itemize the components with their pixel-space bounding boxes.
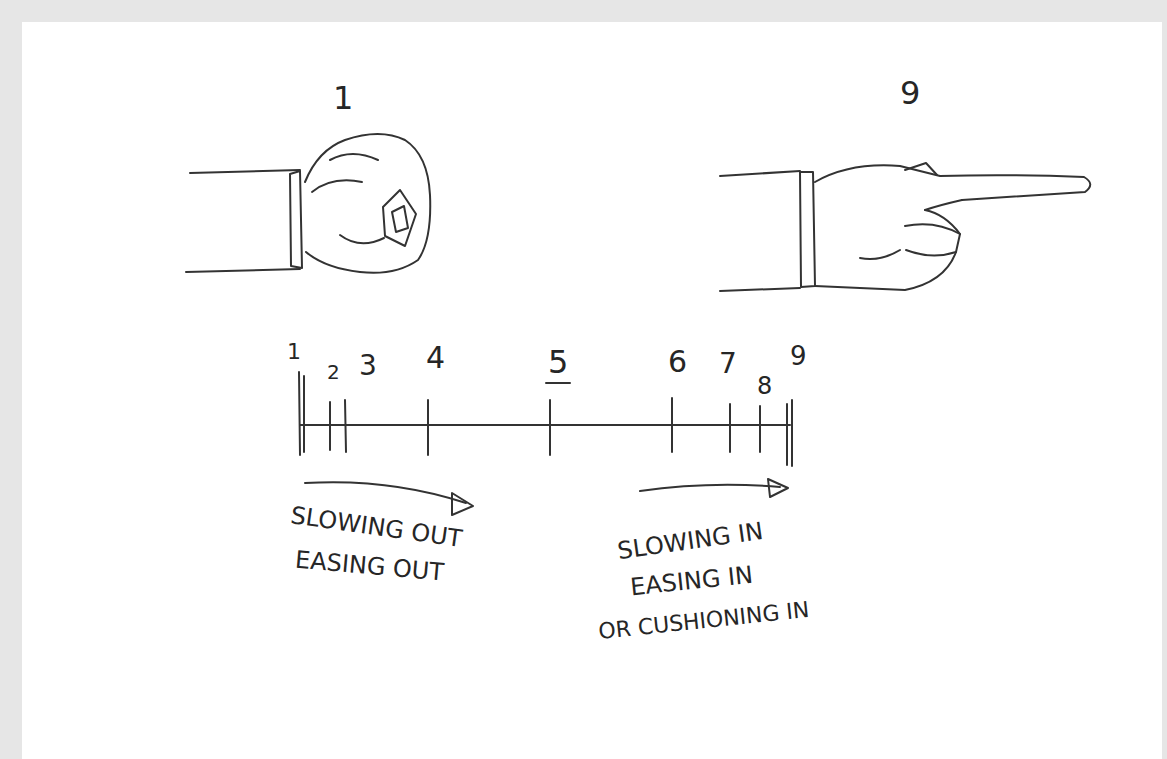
label-slot: 8	[757, 374, 772, 398]
label-slot: EASING OUT	[294, 548, 445, 585]
term-label: SLOWING OUT	[289, 503, 463, 551]
label-slot: 5	[548, 346, 568, 378]
label-slot: 4	[426, 343, 445, 373]
direction-arrow	[640, 479, 788, 497]
term-label: SLOWING IN	[616, 519, 765, 563]
frame-number: 2	[327, 362, 340, 382]
drawing-number: 1	[333, 82, 353, 114]
frame-number: 8	[757, 374, 772, 398]
label-slot: 1	[287, 341, 301, 363]
frame-number: 6	[668, 347, 687, 377]
timing-chart	[299, 372, 792, 466]
label-slot: SLOWING IN	[616, 519, 765, 563]
frame-number: 1	[287, 341, 301, 363]
label-slot: EASING IN	[629, 563, 754, 600]
tick-mark	[299, 372, 304, 455]
label-slot: SLOWING OUT	[289, 503, 463, 551]
fist-drawing	[186, 134, 430, 273]
tick-mark	[329, 402, 331, 450]
label-slot: 7	[719, 350, 737, 378]
frame-number: 7	[719, 350, 737, 378]
tick-mark	[549, 400, 551, 455]
drawing-number: 9	[900, 77, 920, 109]
tick-mark	[787, 400, 792, 466]
label-slot: 1	[333, 82, 353, 114]
underline	[546, 382, 570, 384]
tick-mark	[671, 398, 673, 452]
tick-mark	[345, 400, 346, 452]
tick-mark	[427, 400, 429, 455]
frame-number: 3	[359, 352, 377, 380]
tick-mark	[759, 406, 761, 452]
label-slot: 6	[668, 347, 687, 377]
label-slot: 2	[327, 362, 340, 383]
label-slot: 9	[900, 77, 920, 109]
label-slot: 3	[359, 352, 377, 380]
term-label: EASING IN	[629, 563, 754, 600]
frame-number: 9	[790, 343, 807, 369]
tick-mark	[729, 404, 731, 452]
frame-number: 5	[548, 346, 568, 378]
term-label: EASING OUT	[294, 548, 445, 585]
paper-sheet	[22, 22, 1162, 759]
label-slot: OR CUSHIONING IN	[597, 599, 810, 643]
timeline-line	[300, 424, 790, 426]
pointing-hand-drawing	[720, 163, 1090, 291]
label-slot: 9	[790, 343, 807, 369]
term-label: OR CUSHIONING IN	[597, 599, 810, 643]
frame-number: 4	[426, 343, 445, 373]
